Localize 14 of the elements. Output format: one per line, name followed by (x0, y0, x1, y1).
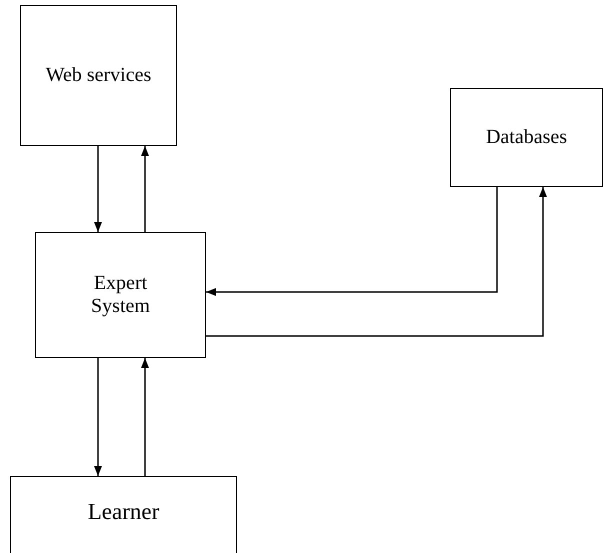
box-label: Learner (88, 499, 160, 525)
box-label: Expert System (90, 272, 151, 318)
arrow (206, 187, 498, 296)
arrow (94, 358, 102, 476)
process-box (450, 88, 603, 187)
arrow (141, 146, 149, 232)
arrow (94, 146, 102, 232)
arrow (206, 187, 547, 337)
process-box (35, 232, 206, 358)
process-box (20, 5, 177, 146)
arrow (141, 358, 149, 476)
box-label: Databases (486, 126, 568, 149)
box-label: Web services (46, 64, 152, 87)
process-box (10, 476, 237, 553)
